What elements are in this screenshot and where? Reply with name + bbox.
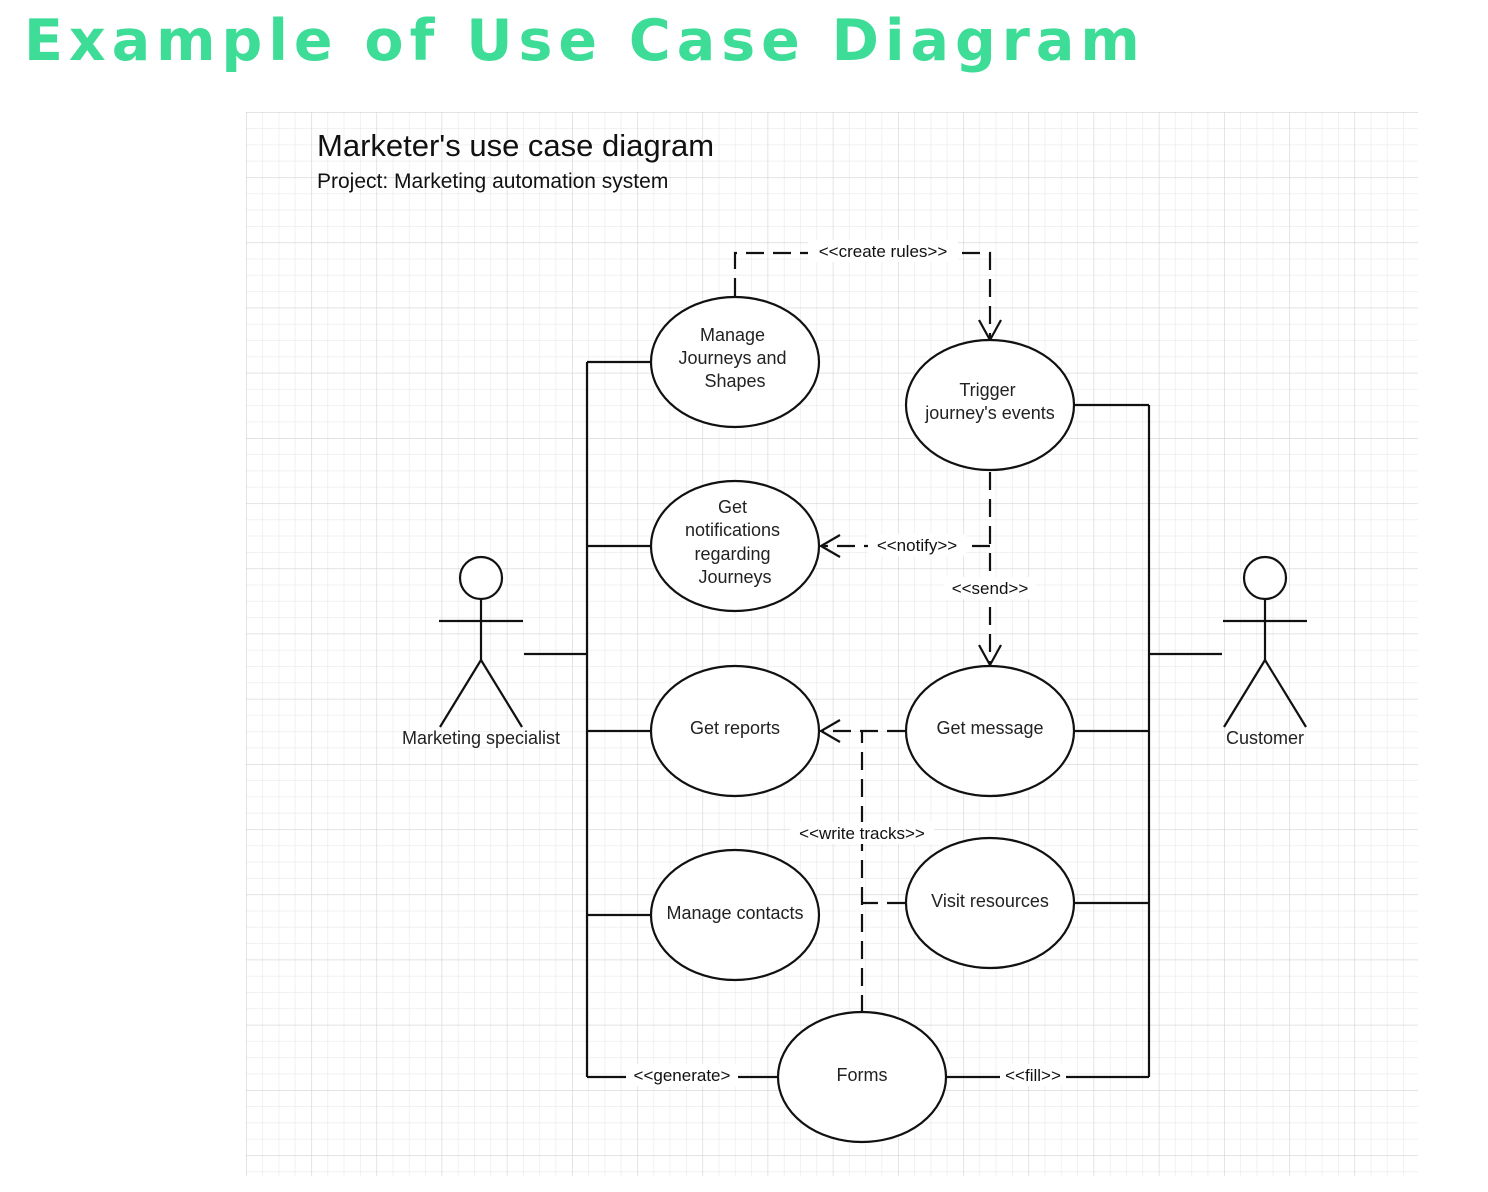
send-label: <<send>> [952, 579, 1029, 598]
marketing-specialist-label: Marketing specialist [402, 728, 560, 748]
svg-text:Visit resources: Visit resources [931, 891, 1049, 911]
write-tracks-label: <<write tracks>> [799, 824, 925, 843]
use-case-trigger-events[interactable]: Trigger journey's events [904, 338, 1076, 472]
svg-text:Get message: Get message [936, 718, 1043, 738]
customer-associations [946, 403, 1222, 1079]
slide-title: Example of Use Case Diagram [24, 8, 1146, 74]
generate-label: <<generate> [634, 1066, 731, 1085]
svg-text:Trigger journey's events: Trigger journey's events [924, 380, 1055, 423]
diagram-title: Marketer's use case diagram [317, 128, 714, 163]
use-case-forms[interactable]: Forms [776, 1010, 948, 1144]
use-case-manage-contacts[interactable]: Manage contacts [649, 848, 821, 982]
diagram-subtitle: Project: Marketing automation system [317, 170, 668, 193]
use-case-get-reports[interactable]: Get reports [649, 664, 821, 798]
use-case-get-message[interactable]: Get message [904, 664, 1076, 798]
svg-text:Forms: Forms [837, 1065, 888, 1085]
svg-text:Manage contacts: Manage contacts [666, 903, 803, 923]
grid-canvas [246, 112, 1418, 1176]
use-case-get-notifications[interactable]: Get notifications regarding Journeys [649, 479, 821, 613]
customer-label: Customer [1226, 728, 1304, 748]
actor-marketing-specialist[interactable]: Marketing specialist [402, 555, 560, 748]
fill-label: <<fill>> [1005, 1066, 1061, 1085]
svg-text:Manage Journeys and: Manage Journeys and Shapes [678, 325, 791, 391]
actor-customer[interactable]: Customer [1223, 555, 1307, 748]
use-case-manage-journeys[interactable]: Manage Journeys and Shapes [649, 295, 821, 429]
svg-text:Get reports: Get reports [690, 718, 780, 738]
notify-label: <<notify>> [877, 536, 957, 555]
svg-text:Get notifications: Get notifications regarding Journeys [685, 497, 785, 587]
create-rules-label: <<create rules>> [819, 242, 948, 261]
use-case-visit-resources[interactable]: Visit resources [904, 836, 1076, 970]
